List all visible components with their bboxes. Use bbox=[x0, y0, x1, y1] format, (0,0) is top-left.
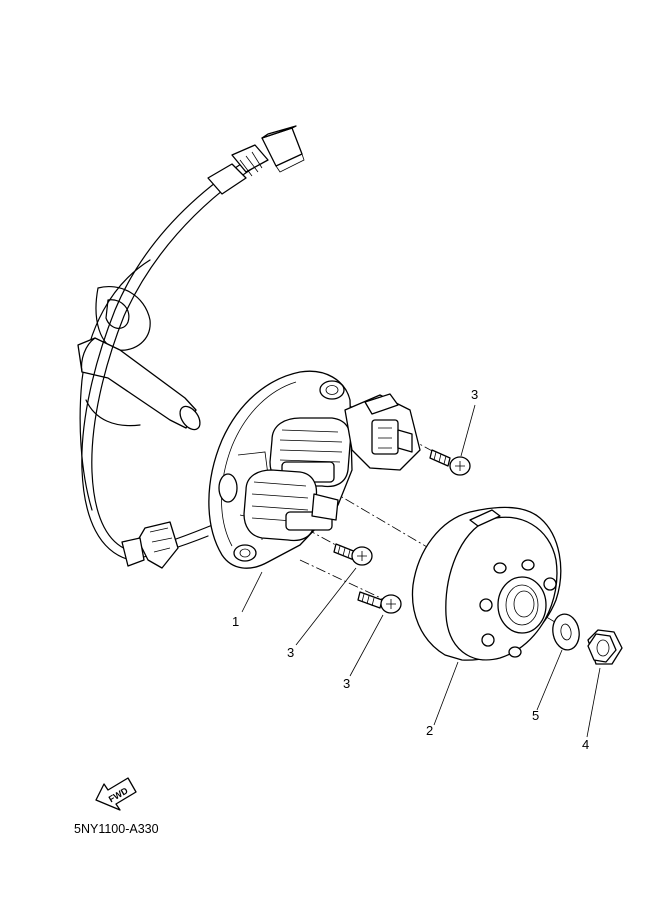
diagram-code: 5NY1100-A330 bbox=[74, 822, 159, 836]
harness-connector bbox=[207, 125, 305, 195]
screw-low bbox=[357, 591, 402, 614]
rotor-flywheel bbox=[411, 506, 562, 661]
forward-arrow-icon: FWD bbox=[95, 777, 137, 811]
callout-labels: 1 2 3 3 3 4 5 bbox=[232, 387, 589, 752]
leader-lines bbox=[241, 404, 601, 738]
callout-screw-top: 3 bbox=[471, 387, 478, 402]
screw-axis-mid bbox=[289, 519, 346, 551]
stator-assembly bbox=[208, 370, 421, 569]
screw-mid bbox=[333, 543, 373, 566]
callout-screw-low: 3 bbox=[343, 676, 350, 691]
screw-axis-low bbox=[299, 559, 386, 601]
callout-washer: 5 bbox=[532, 708, 539, 723]
crankcase-outline bbox=[77, 259, 201, 511]
screw-top bbox=[429, 449, 471, 476]
washer bbox=[552, 613, 580, 651]
callout-stator: 1 bbox=[232, 614, 239, 629]
callout-rotor: 2 bbox=[426, 723, 433, 738]
wire-harness bbox=[81, 125, 305, 569]
pickup-coil bbox=[344, 393, 421, 471]
callout-nut: 4 bbox=[582, 737, 589, 752]
nut bbox=[587, 629, 623, 665]
wire-grommet bbox=[121, 521, 179, 569]
callout-screw-mid: 3 bbox=[287, 645, 294, 660]
